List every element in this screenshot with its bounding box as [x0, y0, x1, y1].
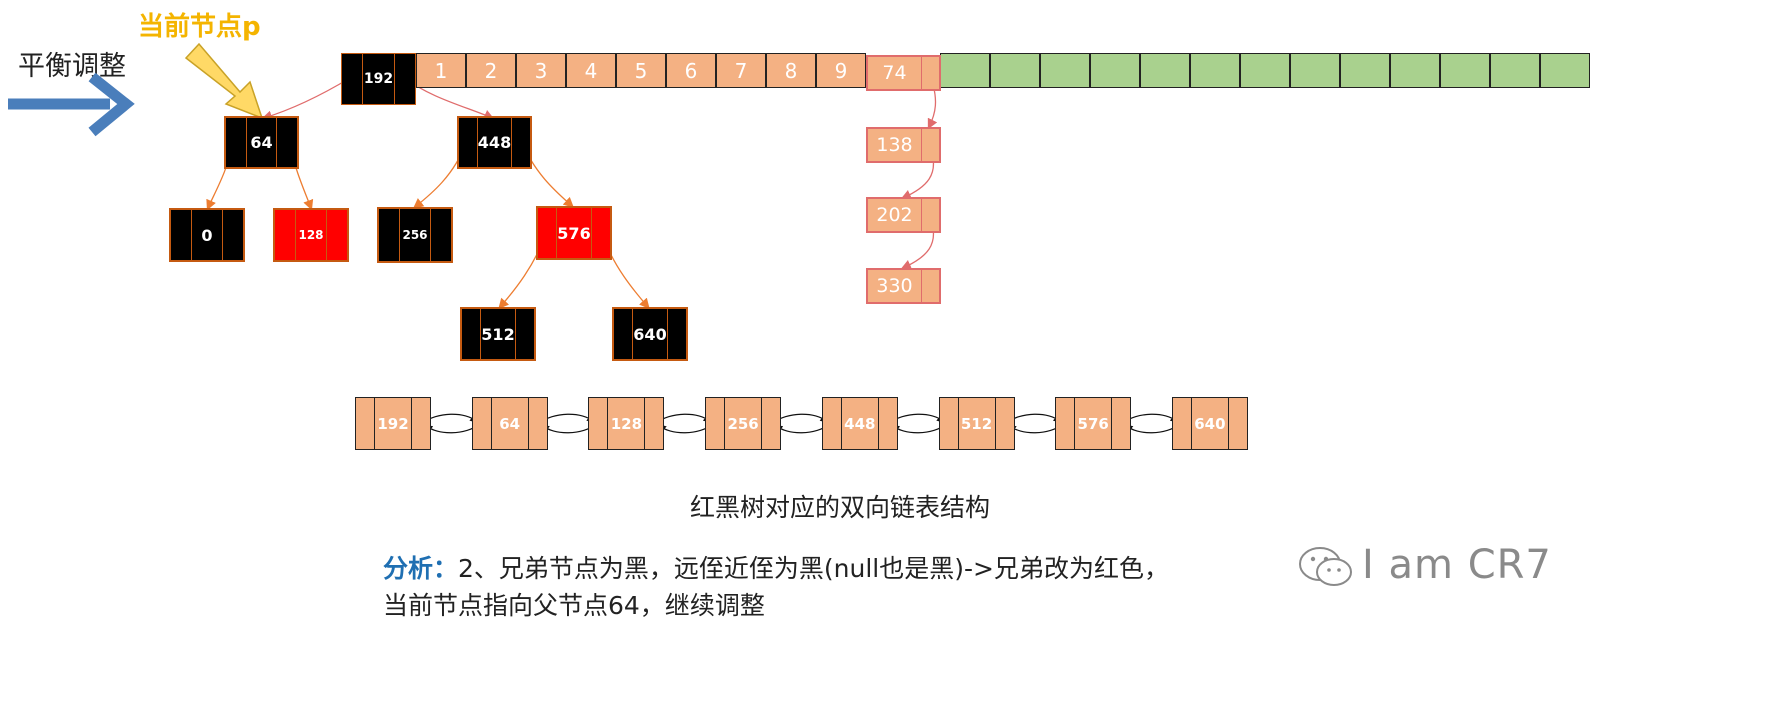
- array-cell-index: 4: [584, 58, 598, 83]
- array-cell-index: 1: [434, 58, 448, 83]
- bucket-node: 202: [866, 197, 941, 233]
- array-cell-empty: [1390, 53, 1440, 88]
- tree-node-0: 0: [169, 208, 245, 262]
- array-cell-empty: [1190, 53, 1240, 88]
- array-cell-empty: [1490, 53, 1540, 88]
- linked-list-node: 640: [1171, 397, 1248, 450]
- linked-list-node-value: 448: [840, 398, 879, 449]
- array-cell-index: 9: [834, 58, 848, 83]
- tree-node-640: 640: [612, 307, 688, 361]
- array-slot-root: 192: [341, 53, 416, 105]
- watermark: I am CR7: [1296, 542, 1552, 590]
- linked-list-node-value: 640: [1190, 398, 1229, 449]
- linked-list-node-value: 128: [607, 398, 646, 449]
- array-cell-empty: [940, 53, 990, 88]
- watermark-text: I am CR7: [1362, 542, 1552, 588]
- linked-list-node-value: 192: [374, 398, 412, 449]
- array-cell-empty: [1440, 53, 1490, 88]
- tree-node-576-value: 576: [556, 208, 592, 258]
- tree-node-448-value: 448: [476, 118, 513, 167]
- caption: 红黑树对应的双向链表结构: [690, 493, 991, 522]
- bucket-node: 138: [866, 127, 941, 163]
- array-cell-empty: [1340, 53, 1390, 88]
- analysis-text: 分析：2、兄弟节点为黑，远侄近侄为黑(null也是黑)->兄弟改为红色， 当前节…: [383, 550, 1169, 624]
- array-cell: 7: [716, 53, 766, 88]
- analysis-line-1: 2、兄弟节点为黑，远侄近侄为黑(null也是黑)->兄弟改为红色，: [458, 554, 1169, 583]
- array-cell-empty: [1140, 53, 1190, 88]
- linked-list-node-value: 64: [490, 398, 529, 449]
- array-cell-empty: [1240, 53, 1290, 88]
- array-cell-empty: [990, 53, 1040, 88]
- balance-arrow-icon: [8, 72, 135, 137]
- tree-node-512: 512: [460, 307, 536, 361]
- linked-list-node: 128: [588, 397, 665, 450]
- array-cell: 5: [616, 53, 666, 88]
- bucket-node-value: 74: [868, 57, 922, 89]
- array-cell-index: 5: [634, 58, 648, 83]
- tree-node-64-value: 64: [246, 118, 277, 167]
- array-root-value: 192: [362, 54, 395, 104]
- array-cell: 3: [516, 53, 566, 88]
- wechat-icon: [1299, 547, 1352, 586]
- linked-list-node: 64: [471, 397, 548, 450]
- array-cell-index: 7: [734, 58, 748, 83]
- tree-node-256: 256: [377, 207, 453, 263]
- tree-node-448: 448: [457, 116, 532, 169]
- array-cell-empty: [1540, 53, 1590, 88]
- bucket-node: 330: [866, 268, 941, 304]
- linked-list-node: 576: [1055, 397, 1132, 450]
- array-cell-empty: [1290, 53, 1340, 88]
- array-cell-index: 6: [684, 58, 698, 83]
- current-node-label: 当前节点p: [138, 12, 261, 42]
- array-cell-index: 3: [534, 58, 548, 83]
- linked-list-node: 192: [355, 397, 431, 450]
- bucket-node-value: 330: [868, 270, 922, 302]
- linked-list-node-value: 576: [1074, 398, 1113, 449]
- tree-node-640-value: 640: [632, 309, 668, 359]
- tree-node-576: 576: [536, 206, 612, 260]
- bucket-node-value: 202: [868, 199, 922, 231]
- analysis-line-2: 当前节点指向父节点64，继续调整: [383, 591, 765, 620]
- linked-list-node: 448: [821, 397, 898, 450]
- tree-node-256-value: 256: [399, 209, 431, 261]
- array-cell-index: 8: [784, 58, 798, 83]
- array-cell: 9: [816, 53, 866, 88]
- linked-list-node: 256: [705, 397, 782, 450]
- array-cell: 6: [666, 53, 716, 88]
- tree-node-512-value: 512: [480, 309, 516, 359]
- bucket-node: 74: [866, 55, 941, 91]
- current-pointer-icon: [184, 42, 264, 120]
- analysis-key: 分析：: [383, 554, 459, 583]
- bucket-node-value: 138: [868, 129, 922, 161]
- array-cell: 8: [766, 53, 816, 88]
- linked-list-node: 512: [938, 397, 1015, 450]
- array-cell-empty: [1040, 53, 1090, 88]
- array-cell: 2: [466, 53, 516, 88]
- tree-node-0-value: 0: [191, 210, 223, 260]
- tree-node-128-value: 128: [295, 210, 327, 260]
- array-cell-empty: [1090, 53, 1140, 88]
- balance-label: 平衡调整: [18, 51, 126, 82]
- array-cell: 1: [416, 53, 466, 88]
- linked-list-node-value: 256: [724, 398, 763, 449]
- tree-node-64: 64: [224, 116, 299, 169]
- linked-list-node-value: 512: [957, 398, 996, 449]
- tree-node-128: 128: [273, 208, 349, 262]
- array-cell-index: 2: [484, 58, 498, 83]
- array-cell: 4: [566, 53, 616, 88]
